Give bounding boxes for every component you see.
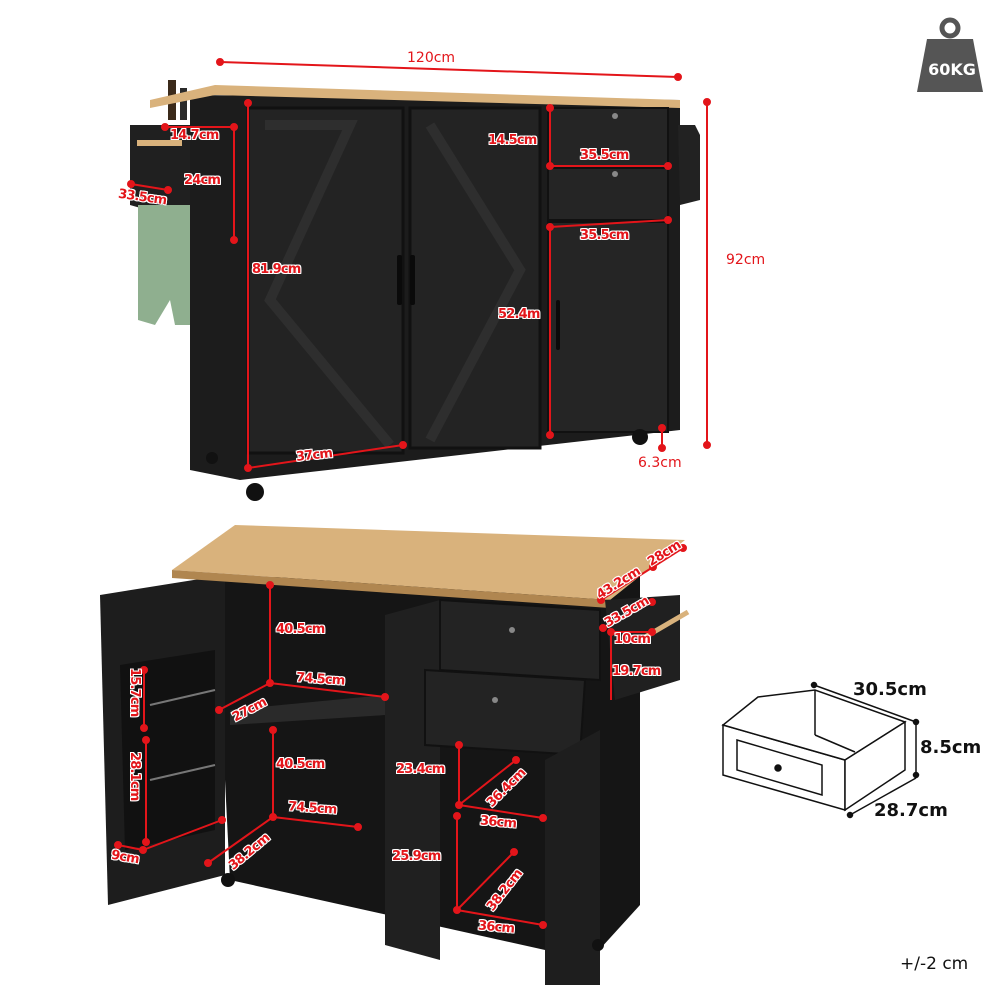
right-lower-width-label: 36cm bbox=[477, 918, 515, 937]
cabinet-height-label: 81.9cm bbox=[252, 262, 301, 277]
caster-height-label: 6.3cm bbox=[638, 455, 682, 471]
right-door-height-label: 52.4m bbox=[498, 307, 540, 322]
front-view-dimension-lines bbox=[127, 58, 711, 472]
door-rack-upper-label: 15.7cm bbox=[127, 668, 142, 717]
right-upper-width-label: 36cm bbox=[479, 813, 517, 832]
rack-width-label: 10cm bbox=[614, 632, 651, 647]
rack-height-label: 19.7cm bbox=[612, 664, 661, 679]
side-rack-height-label: 24cm bbox=[184, 173, 221, 188]
lower-shelf-height-label: 40.5cm bbox=[276, 757, 325, 772]
overall-width-label: 120cm bbox=[407, 50, 456, 66]
front-view-cabinet bbox=[130, 80, 700, 501]
right-upper-height-label: 23.4cm bbox=[396, 762, 445, 777]
drawer-width-label-1: 35.5cm bbox=[580, 148, 629, 163]
right-lower-height-label: 25.9cm bbox=[392, 849, 441, 864]
side-rack-width-label: 14.7cm bbox=[170, 128, 219, 143]
drawer-detail-depth-label: 28.7cm bbox=[874, 800, 948, 821]
tolerance-label: +/-2 cm bbox=[900, 954, 969, 974]
weight-capacity-label: 60KG bbox=[928, 60, 976, 79]
overall-height-label: 92cm bbox=[726, 252, 766, 268]
drawer-detail-height-label: 8.5cm bbox=[920, 737, 982, 758]
open-view-cabinet bbox=[100, 525, 690, 985]
drawer-outline-drawing bbox=[721, 689, 907, 812]
drawer-dimension-lines bbox=[810, 681, 920, 819]
open-view-dimension-lines bbox=[114, 544, 687, 929]
drawer-width-label-2: 35.5cm bbox=[580, 228, 629, 243]
drawer-height-label: 14.5cm bbox=[488, 133, 537, 148]
upper-shelf-height-label: 40.5cm bbox=[276, 622, 325, 637]
door-rack-lower-label: 28.1cm bbox=[127, 752, 142, 801]
drawer-detail-width-label: 30.5cm bbox=[853, 679, 927, 700]
weight-icon bbox=[917, 17, 983, 92]
